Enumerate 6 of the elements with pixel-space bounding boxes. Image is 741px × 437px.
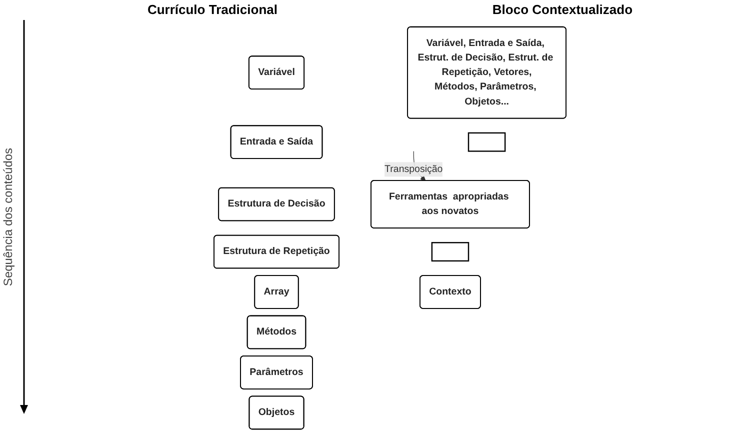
- node-cross: [468, 132, 506, 152]
- node-cross: [431, 242, 470, 262]
- edge-label: Transposição: [384, 164, 443, 174]
- axis-label: Sequência dos conteúdos: [1, 146, 15, 288]
- column-heading: Bloco Contextualizado: [492, 2, 633, 19]
- column-heading: Currículo Tradicional: [147, 2, 278, 19]
